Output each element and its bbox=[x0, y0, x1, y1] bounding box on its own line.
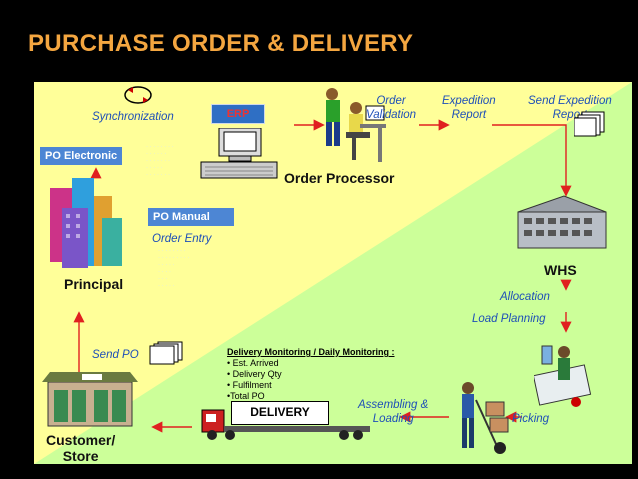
po-manual-box: PO Manual bbox=[148, 208, 234, 226]
sync-icon bbox=[122, 84, 154, 106]
customer-store-label: Customer/Store bbox=[46, 432, 116, 464]
monitoring-item: •Total PO bbox=[227, 391, 265, 401]
store-icon bbox=[42, 368, 138, 428]
report-documents-icon bbox=[573, 110, 608, 138]
monitoring-item: • Est. Arrived bbox=[227, 358, 279, 368]
monitoring-item: • Fulfilment bbox=[227, 380, 272, 390]
truck-icon bbox=[194, 402, 374, 442]
buildings-icon bbox=[42, 178, 130, 272]
warehouse-icon bbox=[514, 194, 610, 250]
diagram-background bbox=[34, 82, 632, 464]
diagram-panel: Synchronization ERP PO Electronic · · · … bbox=[34, 82, 632, 464]
send-po-label: Send PO bbox=[92, 349, 139, 361]
planner-icon bbox=[532, 340, 594, 416]
monitoring-item: • Delivery Qty bbox=[227, 369, 282, 379]
order-entry-label: Order Entry bbox=[152, 233, 212, 245]
monitoring-heading: Delivery Monitoring / Daily Monitoring : bbox=[227, 347, 395, 357]
faded-notes-top: · · · · · · · ·· · · · · ·· · · · · · ··… bbox=[146, 144, 174, 178]
assembling-loading-label: Assembling &Loading bbox=[358, 399, 429, 425]
whs-label: WHS bbox=[544, 262, 577, 278]
delivery-monitoring-notes: Delivery Monitoring / Daily Monitoring :… bbox=[227, 347, 395, 402]
delivery-box: DELIVERY bbox=[231, 401, 329, 425]
computer-icon bbox=[199, 127, 279, 180]
erp-box: ERP bbox=[211, 104, 265, 124]
allocation-label: Allocation bbox=[500, 291, 550, 303]
picking-label: Picking bbox=[512, 413, 550, 425]
synchronization-label: Synchronization bbox=[92, 111, 174, 123]
faded-notes-bottom: · · · · · · · ·· · · · · · · · ·· · · · … bbox=[158, 248, 190, 289]
po-documents-icon bbox=[146, 340, 186, 366]
load-planning-label: Load Planning bbox=[472, 313, 546, 325]
principal-label: Principal bbox=[64, 276, 124, 292]
order-processor-label: Order Processor bbox=[284, 170, 395, 186]
po-electronic-box: PO Electronic bbox=[40, 147, 123, 165]
page-title: PURCHASE ORDER & DELIVERY bbox=[28, 30, 414, 57]
worker-handtruck-icon bbox=[454, 380, 514, 458]
office-workers-icon bbox=[316, 84, 388, 170]
